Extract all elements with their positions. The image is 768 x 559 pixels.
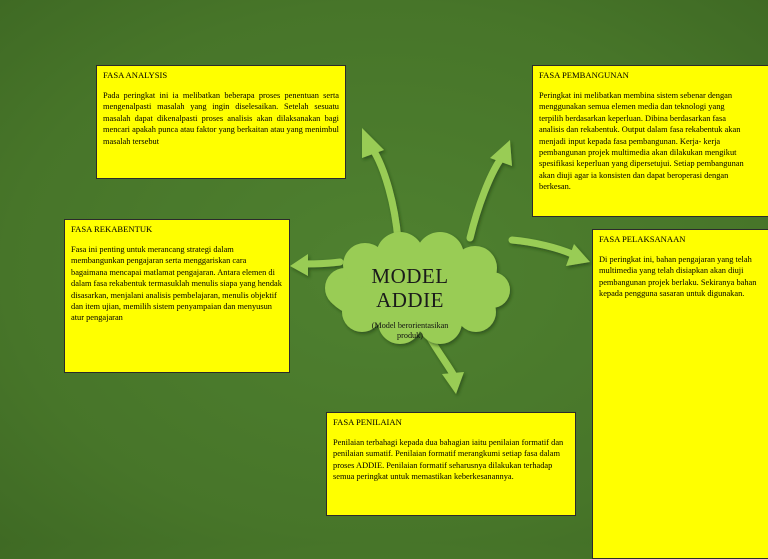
pembangunan-line: akan diuji agar ia konsisten dan dapat b… bbox=[539, 170, 729, 180]
pelaksanaan-text: Di peringkat ini, bahan pengajaran yang … bbox=[599, 254, 768, 300]
model-subtitle: (Model berorientasikan produk) bbox=[340, 321, 480, 341]
analysis-box: FASA ANALYSIS Pada peringkat ini ia meli… bbox=[96, 65, 346, 179]
pembangunan-line: pembangunan projek multimedia akan dilak… bbox=[539, 148, 737, 158]
pembangunan-line: spesifikasi keperluan yang dipersetujui.… bbox=[539, 159, 744, 169]
rekabentuk-box: FASA REKABENTUK Fasa ini penting untuk m… bbox=[64, 219, 290, 373]
pelaksanaan-line: multimedia yang telah disiapkan akan diu… bbox=[599, 266, 744, 276]
model-subtitle-line1: (Model berorientasikan bbox=[371, 321, 449, 330]
arrow-to-pembangunan bbox=[466, 140, 512, 242]
pembangunan-box: FASA PEMBANGUNAN Peringkat ini melibatka… bbox=[532, 65, 768, 217]
penilaian-text: Penilaian terbahagi kepada dua bahagian … bbox=[333, 438, 564, 482]
analysis-title: FASA ANALYSIS bbox=[103, 70, 168, 80]
analysis-text: Pada peringkat ini ia melibatkan beberap… bbox=[103, 91, 339, 146]
model-title-line1: MODEL bbox=[371, 264, 449, 288]
pembangunan-line: analisis dan rekabentuk. Output dalam fa… bbox=[539, 125, 741, 135]
arrow-to-analysis bbox=[362, 128, 402, 244]
pembangunan-line: menggunakan semua elemen media dan tekno… bbox=[539, 102, 725, 112]
arrow-to-penilaian bbox=[426, 334, 464, 394]
central-cloud bbox=[325, 232, 510, 344]
pembangunan-line: menjadi input kepada fasa pembangunan. K… bbox=[539, 136, 721, 146]
diagram-connectors bbox=[290, 128, 590, 394]
pelaksanaan-line: kepada pengguna sasaran untuk digunakan. bbox=[599, 289, 745, 299]
rekabentuk-title: FASA REKABENTUK bbox=[71, 224, 153, 234]
model-title: MODEL ADDIE bbox=[340, 264, 480, 312]
pembangunan-text: Peringkat ini melibatkan membina sistem … bbox=[539, 90, 768, 193]
penilaian-box: FASA PENILAIAN Penilaian terbahagi kepad… bbox=[326, 412, 576, 516]
pelaksanaan-line: pembangunan projek berlaku. Sekiranya ba… bbox=[599, 277, 757, 287]
pelaksanaan-box: FASA PELAKSANAAN Di peringkat ini, bahan… bbox=[592, 229, 768, 559]
pembangunan-title: FASA PEMBANGUNAN bbox=[539, 70, 629, 80]
pelaksanaan-line: Di peringkat ini, bahan pengajaran yang … bbox=[599, 255, 752, 264]
model-title-line2: ADDIE bbox=[376, 288, 444, 312]
pembangunan-line: Peringkat ini melibatkan membina sistem … bbox=[539, 91, 733, 100]
pembangunan-line: berkesan. bbox=[539, 182, 571, 192]
pembangunan-line: terpilih berdasarkan keperluan. Dibina b… bbox=[539, 113, 726, 123]
pelaksanaan-title: FASA PELAKSANAAN bbox=[599, 234, 686, 244]
arrow-to-rekabentuk bbox=[290, 254, 344, 276]
model-subtitle-line2: produk) bbox=[397, 331, 423, 340]
penilaian-title: FASA PENILAIAN bbox=[333, 417, 402, 427]
rekabentuk-text: Fasa ini penting untuk merancang strateg… bbox=[71, 245, 282, 323]
arrow-to-pelaksanaan bbox=[508, 236, 590, 266]
